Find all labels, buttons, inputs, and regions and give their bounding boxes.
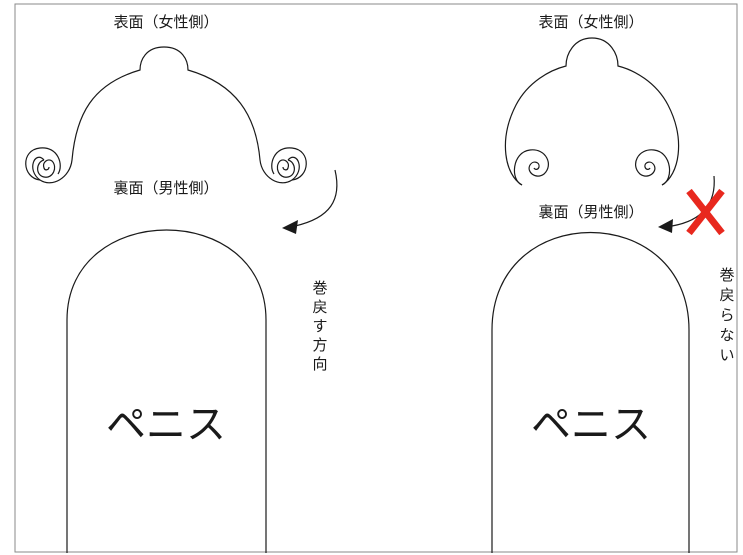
left-side-char: 向: [312, 355, 327, 373]
right-penis-outline: [491, 231, 690, 553]
right-cap-outline: [504, 37, 680, 186]
left-side-text: 巻 戻 す 方 向: [312, 279, 327, 373]
right-arrow-head: [658, 219, 673, 233]
left-panel: 表面（女性側） 裏面（男性側） ペニス 巻 戻 す 方 向: [25, 13, 338, 553]
frame-border: [14, 3, 738, 553]
right-penis-label: ペニス: [531, 402, 651, 448]
left-penis-label: ペニス: [106, 402, 226, 448]
right-side-char: な: [719, 326, 734, 344]
right-side-char: 戻: [719, 286, 734, 304]
left-curved-arrow: [294, 169, 338, 227]
right-side-char: い: [719, 346, 734, 364]
right-side-char: ら: [719, 306, 734, 324]
left-cap-swirl-left: [37, 159, 56, 178]
left-cap-swirl-right: [276, 159, 295, 178]
left-arrow-head: [282, 220, 298, 234]
left-side-char: 方: [312, 336, 327, 354]
left-cap-swirl-left-outer: [25, 147, 61, 181]
left-side-char: 戻: [312, 298, 327, 316]
left-side-char: す: [312, 317, 327, 335]
red-x-mark-icon: [686, 188, 725, 236]
right-side-text: 巻 戻 ら な い: [719, 266, 734, 364]
right-side-char: 巻: [719, 266, 734, 284]
right-cap-swirl-right: [635, 149, 671, 186]
right-top-label: 表面（女性側）: [538, 13, 643, 31]
left-inner-label: 裏面（男性側）: [113, 179, 218, 197]
left-side-char: 巻: [312, 279, 327, 297]
right-panel: 表面（女性側） 裏面（男性側） ペニス 巻 戻 ら な い: [491, 13, 735, 553]
left-cap-swirl-right-outer: [271, 147, 307, 181]
left-top-label: 表面（女性側）: [113, 13, 218, 31]
left-cap-outline: [32, 46, 300, 184]
right-cap-swirl-left: [513, 149, 549, 186]
left-penis-outline: [66, 229, 267, 553]
right-inner-label: 裏面（男性側）: [538, 203, 643, 221]
